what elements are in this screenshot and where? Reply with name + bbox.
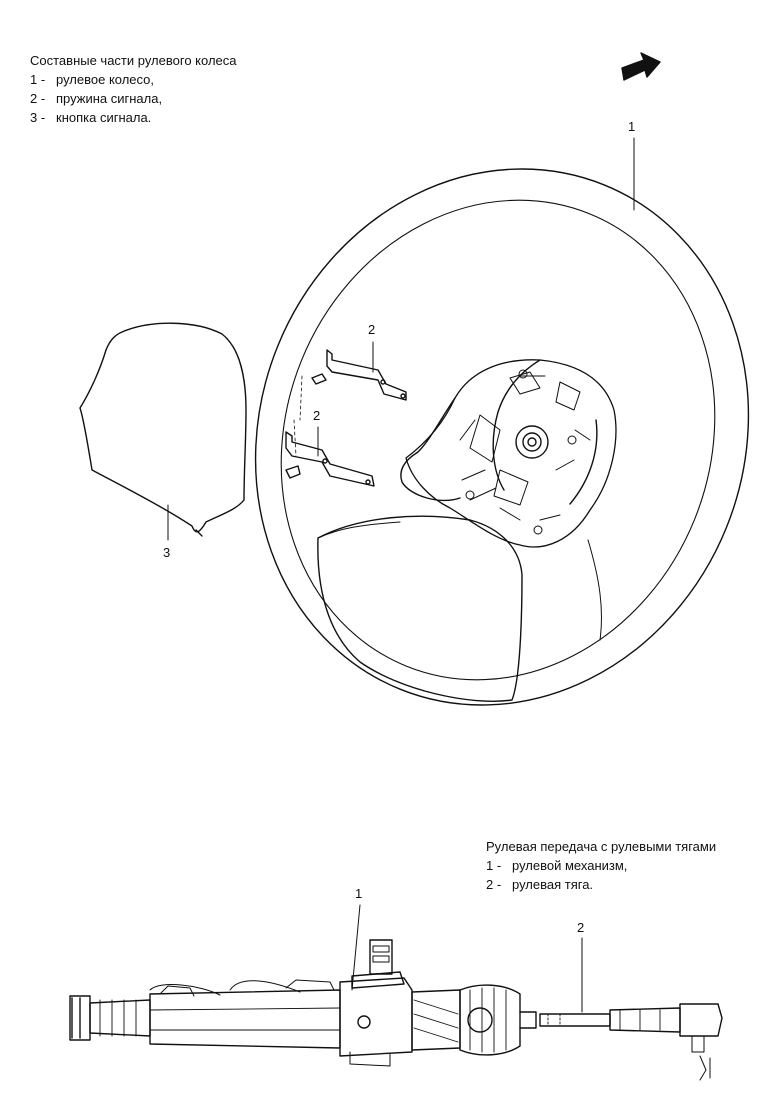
callout-steering-wheel: 1 — [628, 119, 636, 134]
wheel-parts-legend: Составные части рулевого колеса 1 - рулев… — [30, 51, 236, 127]
horn-spring-upper — [311, 349, 407, 401]
upper-leader-lines — [167, 137, 635, 541]
gear-legend-item-1: 1 - рулевой механизм, — [486, 856, 716, 875]
callout-horn-spring-lower: 2 — [313, 408, 321, 423]
lower-leader-lines — [351, 904, 583, 1013]
legend-item-text: кнопка сигнала. — [56, 110, 152, 125]
horn-button — [79, 322, 247, 537]
legend-item-number: 1 - — [486, 858, 502, 873]
callout-steering-gear: 1 — [355, 886, 363, 901]
legend-item-text: рулевой механизм, — [512, 858, 628, 873]
wheel-legend-item-1: 1 - рулевое колесо, — [30, 70, 236, 89]
gear-legend-item-2: 2 - рулевая тяга. — [486, 875, 716, 894]
legend-item-text: пружина сигнала, — [56, 91, 163, 106]
arrow-icon — [621, 52, 661, 81]
callout-horn-button: 3 — [163, 545, 171, 560]
legend-item-text: рулевая тяга. — [512, 877, 594, 892]
legend-item-number: 3 - — [30, 110, 46, 125]
wheel-legend-item-3: 3 - кнопка сигнала. — [30, 108, 236, 127]
legend-item-number: 2 - — [486, 877, 502, 892]
steering-wheel — [254, 168, 750, 706]
steering-gear-legend: Рулевая передача с рулевыми тягами 1 - ру… — [486, 837, 716, 894]
wheel-legend-title: Составные части рулевого колеса — [30, 53, 237, 68]
legend-item-number: 1 - — [30, 72, 46, 87]
wheel-legend-item-2: 2 - пружина сигнала, — [30, 89, 236, 108]
callout-horn-spring-upper: 2 — [368, 322, 376, 337]
legend-item-number: 2 - — [30, 91, 46, 106]
horn-spring-lower — [285, 375, 375, 487]
legend-item-text: рулевое колесо, — [56, 72, 155, 87]
steering-gear-assembly — [69, 939, 537, 1067]
tie-rod — [539, 1003, 723, 1081]
callout-tie-rod: 2 — [577, 920, 585, 935]
gear-legend-title: Рулевая передача с рулевыми тягами — [486, 839, 717, 854]
